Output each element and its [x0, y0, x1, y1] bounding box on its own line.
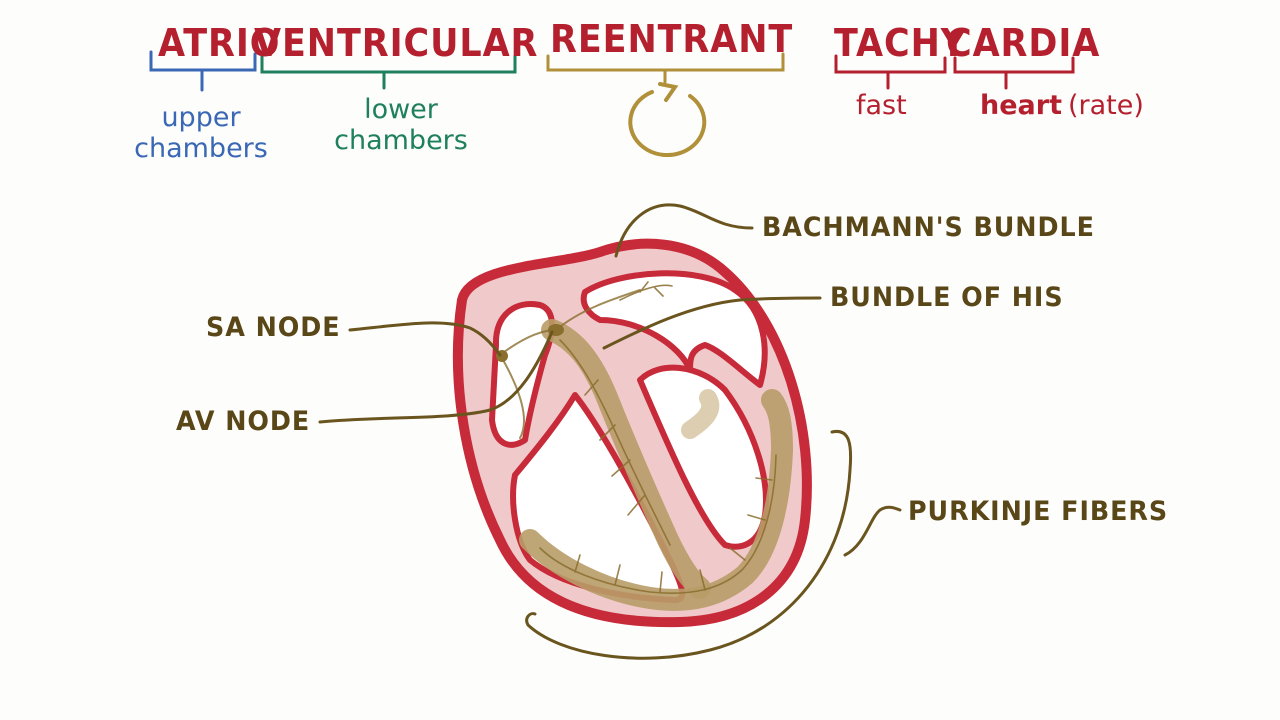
purkinje-bracket: [525, 429, 853, 660]
title-cardia: CARDIA: [946, 21, 1101, 65]
conduction-system: [499, 281, 793, 611]
label-bundle-of-his: BUNDLE OF HIS: [830, 282, 1064, 313]
title-tachy: TACHY: [834, 21, 968, 65]
purkinje-fibers: [539, 281, 777, 594]
ventricular-meaning: lower chambers: [334, 94, 468, 156]
atrial-tract: [681, 389, 720, 439]
title-reentrant: REENTRANT: [550, 17, 794, 61]
his-leader: [602, 296, 822, 350]
ventricular-bracket: [260, 54, 517, 90]
purkinje-leader: [843, 505, 902, 557]
bundle-of-his-path: [541, 319, 711, 599]
tachy-bracket: [834, 54, 947, 90]
leader-lines: [318, 203, 902, 660]
tachy-meaning: fast: [856, 90, 907, 121]
reentrant-bracket: [546, 52, 785, 84]
label-purkinje-fibers: PURKINJE FIBERS: [908, 496, 1169, 527]
label-sa-node: SA NODE: [206, 312, 341, 343]
reentry-circle-arrow-icon: [628, 82, 707, 158]
cardia-bracket: [953, 56, 1075, 90]
atrio-bracket: [149, 50, 257, 92]
av-leader: [318, 330, 554, 424]
title-atrio: ATRIO: [158, 21, 281, 65]
cardia-meaning: heart: [980, 90, 1062, 121]
atrio-meaning: upper chambers: [134, 102, 268, 164]
sa-leader: [348, 321, 502, 357]
title-ventricular: VENTRICULAR: [254, 21, 539, 65]
label-bachmanns-bundle: BACHMANN'S BUNDLE: [762, 212, 1095, 243]
bachmanns-leader: [614, 203, 754, 258]
label-av-node: AV NODE: [176, 406, 311, 437]
cardia-note: (rate): [1068, 90, 1144, 121]
right-bundle-branch: [519, 389, 793, 611]
